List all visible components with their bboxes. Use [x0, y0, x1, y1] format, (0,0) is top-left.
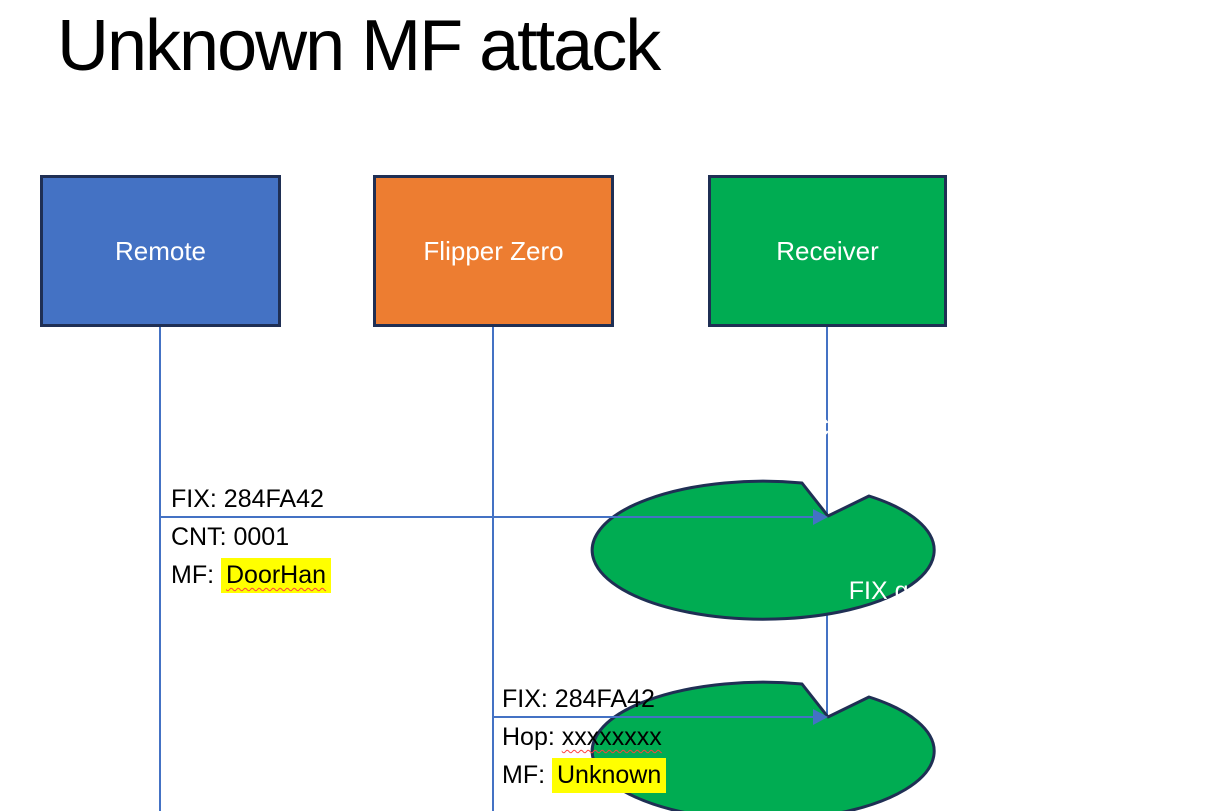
message2-fix-value: 284FA42 [554, 685, 655, 713]
bubble2-line1: FIX good [848, 577, 951, 605]
message2-mf-value-highlighted: Unknown [552, 758, 667, 793]
page-title: Unknown MF attack [57, 6, 661, 86]
actor-box-remote: Remote [40, 175, 281, 327]
message2-hop-prefix: Hop: [502, 723, 562, 751]
speech-bubble-1 [590, 479, 936, 621]
lifeline-flipper-zero [492, 327, 494, 811]
message2-line-fix: FIX: 284FA42 [502, 680, 666, 718]
bubble2-line2: CNT is ???? [830, 617, 969, 645]
message1-cnt-value: 0001 [233, 523, 290, 551]
message1-line-mf: MF: DoorHan [171, 556, 332, 594]
speech-bubble-1-shape [590, 479, 936, 621]
message2-hop-value: xxxxxxxx [561, 723, 662, 751]
actor-box-receiver: Receiver [708, 175, 947, 327]
message2-label: FIX: 284FA42 Hop: xxxxxxxx MF: Unknown [502, 680, 667, 794]
speech-bubble-1-text: FIX good CNT 0001 good “Opened” [727, 368, 1072, 488]
message1-arrow-line [160, 516, 813, 518]
actor-label-receiver: Receiver [776, 235, 879, 266]
speech-bubble-2-text: FIX good CNT is ???? “Opened” [727, 571, 1072, 691]
actor-label-remote: Remote [114, 235, 207, 266]
message2-arrow-line [493, 716, 813, 718]
message1-line-cnt: CNT: 0001 [171, 518, 331, 556]
message1-mf-value-highlighted: DoorHan [221, 558, 332, 593]
message1-arrowhead-icon [813, 509, 828, 525]
speech-bubble-2-shape [590, 680, 936, 811]
bubble2-line3: “Opened” [846, 657, 953, 685]
message1-label: FIX: 284FA42 CNT: 0001 MF: DoorHan [171, 480, 332, 594]
message1-line-fix: FIX: 284FA42 [171, 480, 331, 518]
message1-fix-prefix: FIX: [171, 485, 224, 513]
bubble1-line2: CNT 0001 good [811, 414, 988, 442]
message2-arrowhead-icon [813, 709, 828, 725]
bubble1-line3: “Opened” [846, 454, 953, 482]
message1-cnt-prefix: CNT: [171, 523, 234, 551]
message2-mf-prefix: MF: [502, 761, 552, 789]
actor-box-flipper-zero: Flipper Zero [373, 175, 614, 327]
message2-line-mf: MF: Unknown [502, 756, 667, 794]
bubble1-line1: FIX good [848, 374, 951, 402]
message1-mf-prefix: MF: [171, 561, 221, 589]
message2-line-hop: Hop: xxxxxxxx [502, 718, 666, 756]
lifeline-remote [159, 327, 161, 811]
message2-fix-prefix: FIX: [502, 685, 555, 713]
speech-bubble-2 [590, 680, 936, 811]
actor-label-flipper-zero: Flipper Zero [423, 235, 564, 266]
message1-fix-value: 284FA42 [223, 485, 324, 513]
